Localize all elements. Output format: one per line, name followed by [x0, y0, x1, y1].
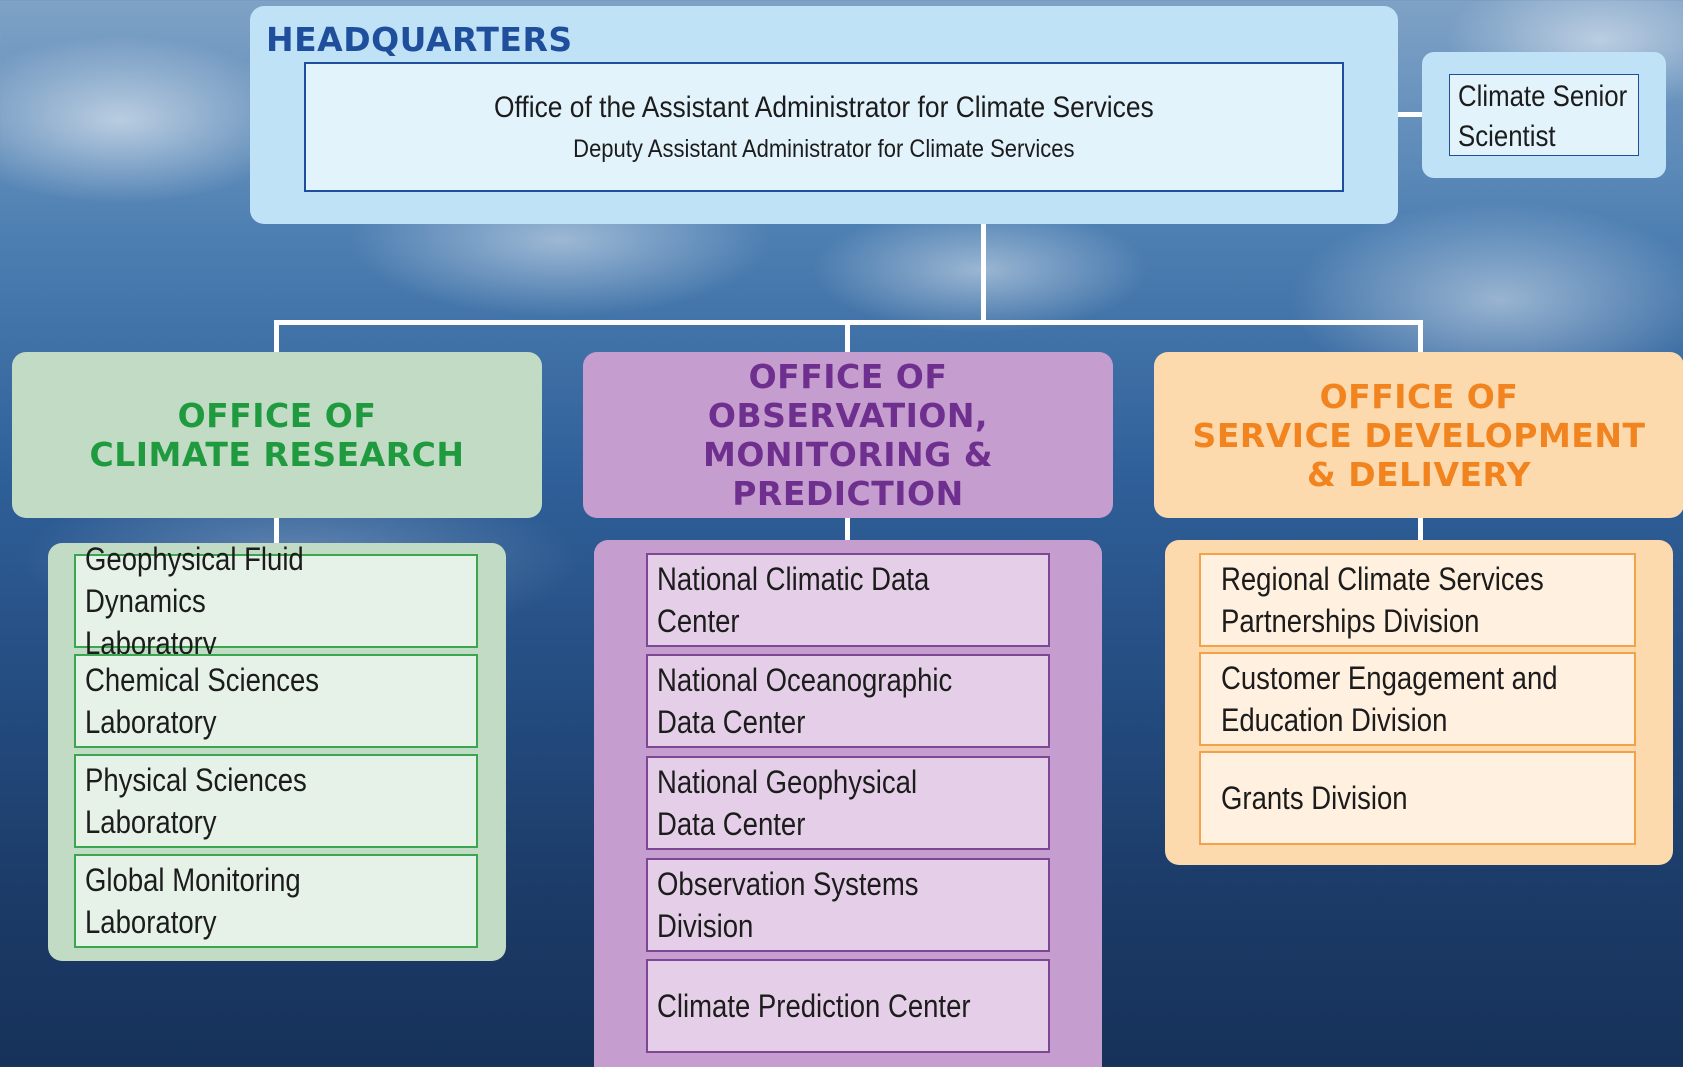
unit-climate-prediction-center: Climate Prediction Center: [646, 959, 1050, 1053]
unit-national-oceanographic-data-center: National Oceanographic Data Center: [646, 654, 1050, 748]
unit-grants-division: Grants Division: [1199, 751, 1636, 845]
connector-omp-panel: [845, 518, 850, 540]
assistant-administrator-office: Office of the Assistant Administrator fo…: [304, 62, 1344, 192]
connector-observation: [845, 320, 850, 352]
climate-senior-scientist: Climate Senior Scientist: [1449, 74, 1639, 156]
office-service-development-delivery: OFFICE OF SERVICE DEVELOPMENT & DELIVERY: [1154, 352, 1683, 518]
unit-chemical-sciences-lab: Chemical Sciences Laboratory: [74, 654, 478, 748]
connector-sdd-panel: [1418, 518, 1423, 540]
connector-senior-scientist: [1398, 112, 1422, 117]
climate-research-units-panel: Geophysical Fluid Dynamics Laboratory Ch…: [48, 541, 506, 961]
unit-observation-systems-division: Observation Systems Division: [646, 858, 1050, 952]
climate-senior-scientist-line2: Scientist: [1458, 120, 1556, 153]
unit-national-geophysical-data-center: National Geophysical Data Center: [646, 756, 1050, 850]
unit-global-monitoring-lab: Global Monitoring Laboratory: [74, 854, 478, 948]
office-observation-monitoring-prediction-title: OFFICE OF OBSERVATION, MONITORING & PRED…: [702, 357, 993, 513]
connector-hq-to-offices: [981, 224, 986, 324]
connector-cr-panel: [274, 518, 279, 543]
unit-regional-climate-services-partnerships: Regional Climate Services Partnerships D…: [1199, 553, 1636, 647]
climate-senior-scientist-line1: Climate Senior: [1458, 80, 1628, 113]
office-observation-monitoring-prediction: OFFICE OF OBSERVATION, MONITORING & PRED…: [583, 352, 1113, 518]
observation-units-panel: National Climatic Data Center National O…: [594, 540, 1102, 1067]
unit-geophysical-fluid-dynamics-lab: Geophysical Fluid Dynamics Laboratory: [74, 541, 478, 661]
headquarters-title: HEADQUARTERS: [266, 20, 573, 59]
connector-climate-research: [274, 320, 279, 352]
assistant-administrator-label: Office of the Assistant Administrator fo…: [494, 90, 1154, 124]
office-climate-research-title: OFFICE OF CLIMATE RESEARCH: [89, 396, 465, 474]
deputy-administrator-label: Deputy Assistant Administrator for Clima…: [573, 134, 1075, 163]
headquarters-box: HEADQUARTERS Office of the Assistant Adm…: [250, 6, 1398, 224]
unit-national-climatic-data-center: National Climatic Data Center: [646, 553, 1050, 647]
unit-customer-engagement-education: Customer Engagement and Education Divisi…: [1199, 652, 1636, 746]
office-service-development-delivery-title: OFFICE OF SERVICE DEVELOPMENT & DELIVERY: [1192, 376, 1646, 494]
service-delivery-units-panel: Regional Climate Services Partnerships D…: [1165, 540, 1673, 865]
connector-service-delivery: [1418, 320, 1423, 352]
unit-physical-sciences-lab: Physical Sciences Laboratory: [74, 754, 478, 848]
office-climate-research: OFFICE OF CLIMATE RESEARCH: [12, 352, 542, 518]
climate-senior-scientist-box: Climate Senior Scientist: [1422, 52, 1666, 178]
